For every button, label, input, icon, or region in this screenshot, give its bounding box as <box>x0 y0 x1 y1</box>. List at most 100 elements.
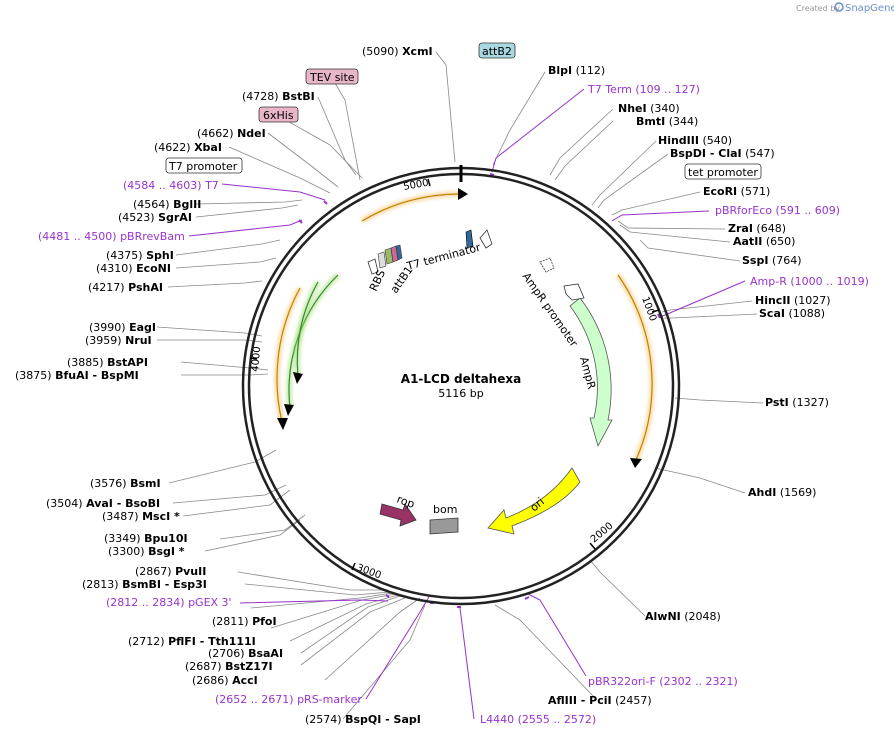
site-label-sspi[interactable]: SspI (764) <box>742 254 802 267</box>
site-label-pbr322ori-f[interactable]: pBR322ori-F (2302 .. 2321) <box>588 675 738 688</box>
rop-arrow[interactable] <box>379 503 417 527</box>
site-label-bsgi[interactable]: (3300) BsgI * <box>108 545 185 558</box>
site-label-pbrrevbam[interactable]: (4481 .. 4500) pBRrevBam <box>38 230 185 243</box>
site-label-nrui[interactable]: (3959) NruI <box>85 334 152 347</box>
site-name: pGEX 3' <box>188 596 232 609</box>
site-label-pshai[interactable]: (4217) PshAI <box>88 281 163 294</box>
t7-promoter-box[interactable] <box>165 157 243 174</box>
rbs-mark[interactable] <box>377 251 387 269</box>
site-label-hincii[interactable]: HincII (1027) <box>755 294 831 307</box>
site-label-nhei[interactable]: NheI (340) <box>618 102 680 115</box>
attb2-label: attB2 <box>482 45 512 58</box>
bom-box[interactable] <box>429 517 459 535</box>
site-name: BsmI <box>130 477 161 490</box>
site-label-econi[interactable]: (4310) EcoNI <box>96 262 171 275</box>
site-labels: (5090) XcmI BlpI (112) T7 Term (109 .. 127… <box>15 45 869 726</box>
site-label-bsaai[interactable]: (2706) BsaAI <box>208 647 283 660</box>
site-label-ecori[interactable]: EcoRI (571) <box>703 185 770 198</box>
site-label-bspdi-clai[interactable]: BspDI - ClaI (547) <box>670 147 775 160</box>
site-label-t7-term[interactable]: T7 Term (109 .. 127) <box>587 83 700 96</box>
site-label-sphi[interactable]: (4375) SphI <box>106 249 174 262</box>
ampr-arrow[interactable] <box>569 297 613 448</box>
small-promoter-mark <box>539 257 555 273</box>
attb1-label: attB1 <box>388 264 416 296</box>
site-label-afliii-pcii[interactable]: AflIII - PciI (2457) <box>548 694 652 707</box>
site-label-bfuai-bspmi[interactable]: (3875) BfuAI - BspMI <box>15 369 139 382</box>
site-label-bpu10i[interactable]: (3349) Bpu10I <box>104 532 188 545</box>
site-position: (3300) <box>108 545 145 558</box>
tet-promoter-box[interactable] <box>684 163 762 180</box>
site-label-pgex-3[interactable]: (2812 .. 2834) pGEX 3' <box>106 596 232 609</box>
site-label-alwni[interactable]: AlwNI (2048) <box>645 610 721 623</box>
rbs-label: RBS <box>367 268 388 293</box>
site-label-bstbi[interactable]: (4728) BstBI <box>242 90 315 103</box>
site-label-pvuii[interactable]: (2867) PvuII <box>135 565 206 578</box>
arrowhead-green-2 <box>293 372 303 384</box>
site-label-bspqi-sapi[interactable]: (2574) BspQI - SapI <box>305 713 421 726</box>
site-label-eagi[interactable]: (3990) EagI <box>89 321 156 334</box>
site-label-xbai[interactable]: (4622) XbaI <box>154 141 222 154</box>
site-label-pflfi-tth111i[interactable]: (2712) PflFI - Tth111I <box>128 635 256 648</box>
site-position: (2813) <box>82 578 119 591</box>
site-label-pfoi[interactable]: (2811) PfoI <box>212 615 277 628</box>
ori-arrow[interactable] <box>487 467 581 535</box>
site-label-ahdi[interactable]: AhdI (1569) <box>748 486 816 499</box>
site-name: SspI <box>742 254 768 267</box>
arrowhead-green-1 <box>284 404 294 416</box>
t7-mark[interactable] <box>395 244 403 261</box>
site-label-avai-bsobi[interactable]: (3504) AvaI - BsoBI <box>46 497 160 510</box>
ring-ticks <box>249 178 660 571</box>
site-position: (112) <box>576 64 606 77</box>
site-label-blpi[interactable]: BlpI (112) <box>548 64 605 77</box>
ampr-promoter-arrow[interactable] <box>563 283 585 301</box>
site-position: (4662) <box>197 127 234 140</box>
site-label-bsmi[interactable]: (3576) BsmI <box>90 477 161 490</box>
site-position: (3487) <box>102 510 139 523</box>
site-position: (2687) <box>185 660 222 673</box>
his6-box[interactable] <box>258 106 299 123</box>
tick-5000: 5000 <box>403 178 430 193</box>
site-name: AvaI - BsoBI <box>86 497 160 510</box>
site-label-msci[interactable]: (3487) MscI * <box>102 510 180 523</box>
site-label-pbrforeco[interactable]: pBRforEco (591 .. 609) <box>715 204 840 217</box>
site-label-bmti[interactable]: BmtI (344) <box>636 115 698 128</box>
site-label-acci[interactable]: (2686) AccI <box>192 674 258 687</box>
site-name: BsgI * <box>148 545 185 558</box>
site-label-bstapi[interactable]: (3885) BstAPI <box>67 356 148 369</box>
site-label-bstz17i[interactable]: (2687) BstZ17I <box>185 660 273 673</box>
t7-terminator-label: T7 terminator <box>404 241 482 274</box>
site-label-prs-marker[interactable]: (2652 .. 2671) pRS-marker <box>215 693 362 706</box>
site-label-bglii[interactable]: (4564) BglII <box>133 198 201 211</box>
site-name: EcoRI <box>703 185 737 198</box>
t7-promoter-arrow <box>367 258 379 275</box>
site-label-bsmbi-esp3i[interactable]: (2813) BsmBI - Esp3I <box>82 578 207 591</box>
site-label-xcmi[interactable]: (5090) XcmI <box>362 45 433 58</box>
site-label-zrai[interactable]: ZraI (648) <box>728 222 786 235</box>
tev-site-box[interactable] <box>305 68 359 85</box>
site-label-ndei[interactable]: (4662) NdeI <box>197 127 266 140</box>
site-label-amp-r[interactable]: Amp-R (1000 .. 1019) <box>750 275 869 288</box>
site-label-hindiii[interactable]: HindIII (540) <box>658 134 732 147</box>
t7-terminator-mark[interactable] <box>465 229 474 249</box>
site-position: (571) <box>741 185 771 198</box>
site-label-psti[interactable]: PstI (1327) <box>765 396 829 409</box>
site-position: (340) <box>650 102 680 115</box>
site-label-aatii[interactable]: AatII (650) <box>733 235 795 248</box>
site-name: BglII <box>173 198 201 211</box>
rop-label: rop <box>395 493 416 511</box>
site-position: (540) <box>702 134 732 147</box>
site-position: (4584 .. 4603) <box>123 179 202 192</box>
ampr-promoter-label: AmpR promoter <box>520 270 581 349</box>
site-name: AlwNI <box>645 610 681 623</box>
site-position: (2652 .. 2671) <box>215 693 294 706</box>
site-position: (2712) <box>128 635 165 648</box>
created-by-text: Created by <box>796 4 840 13</box>
site-name: AatII <box>733 235 762 248</box>
attb2-box[interactable] <box>478 42 516 59</box>
site-label-scai[interactable]: ScaI (1088) <box>759 307 825 320</box>
site-label-sgrai[interactable]: (4523) SgrAI <box>118 211 192 224</box>
brand-name: SnapGene <box>845 3 894 14</box>
site-label-l4440[interactable]: L4440 (2555 .. 2572) <box>480 713 596 726</box>
site-position: (1569) <box>780 486 817 499</box>
site-label-t7[interactable]: (4584 .. 4603) T7 <box>123 179 219 192</box>
